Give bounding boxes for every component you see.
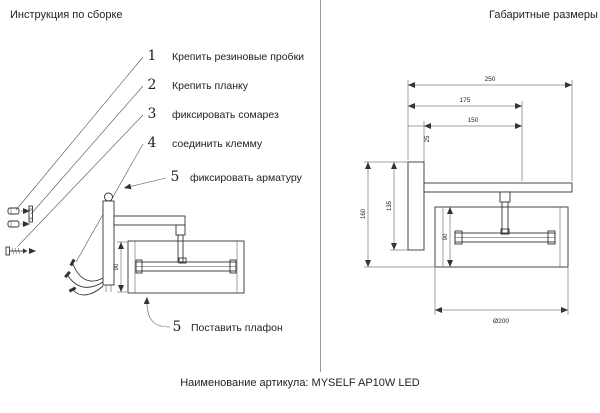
step-6-label: Поставить плафон — [191, 322, 283, 334]
bracket-top-cap — [104, 192, 113, 202]
dim-shade-height: 90 — [443, 207, 453, 267]
step-1-number: 1 — [148, 48, 157, 64]
dim-left-shade-height: 90 — [114, 241, 127, 293]
dim-175: 175 — [460, 97, 471, 104]
dimension-drawing: 250 175 150 25 135 — [361, 76, 573, 325]
screw-icon — [5, 246, 36, 256]
step-3-label: фиксировать сомарез — [172, 109, 279, 121]
step-4-number: 4 — [148, 135, 157, 151]
dim-height-total: 160 — [361, 161, 435, 268]
step-1-label: Крепить резиновые пробки — [172, 51, 304, 63]
dim-width-total: 250 — [407, 76, 573, 181]
step-list: 1 Крепить резиновые пробки 2 Крепить пла… — [148, 48, 305, 335]
arm-side — [423, 182, 573, 193]
lamp-shade — [127, 240, 245, 294]
wall-plate — [407, 161, 425, 251]
dim-plate-thickness: 25 — [408, 125, 431, 142]
left-panel-title: Инструкция по сборке — [10, 9, 123, 21]
dim-plate-height: 135 — [387, 161, 408, 251]
step-5-number: 5 — [171, 169, 180, 185]
lamp-assembly-drawing: 90 — [64, 192, 245, 296]
dim-135: 135 — [387, 200, 393, 211]
dim-250: 250 — [485, 76, 496, 83]
stem-collar — [175, 224, 186, 236]
mounting-strip-icon — [28, 205, 33, 223]
rubber-plug-icon — [7, 207, 30, 215]
step-6-number: 5 — [173, 319, 182, 335]
dim-diameter: Ø200 — [493, 318, 509, 325]
step-3-number: 3 — [148, 106, 157, 122]
dim-90: 90 — [443, 233, 449, 240]
dim-left-90: 90 — [114, 263, 120, 270]
dim-shade-diameter: Ø200 — [434, 268, 569, 325]
dim-160: 160 — [361, 208, 367, 219]
rubber-plug-icon-2 — [7, 220, 30, 228]
step-2-label: Крепить планку — [172, 80, 249, 92]
wall-bracket — [102, 200, 115, 286]
step-2-number: 2 — [148, 77, 157, 93]
dim-150: 150 — [468, 117, 479, 124]
step-4-label: соединить клемму — [172, 138, 263, 150]
lamp-arm — [113, 215, 186, 226]
dim-25: 25 — [425, 135, 431, 142]
article-name: Наименование артикула: MYSELF AP10W LED — [180, 377, 420, 389]
step-5-label: фиксировать арматуру — [190, 172, 303, 184]
dim-width-arm: 150 — [423, 117, 522, 180]
dim-width-to-stem: 175 — [408, 97, 523, 181]
wires — [64, 258, 104, 296]
stem-collar-side — [499, 191, 511, 203]
right-panel-title: Габаритные размеры — [489, 9, 598, 21]
